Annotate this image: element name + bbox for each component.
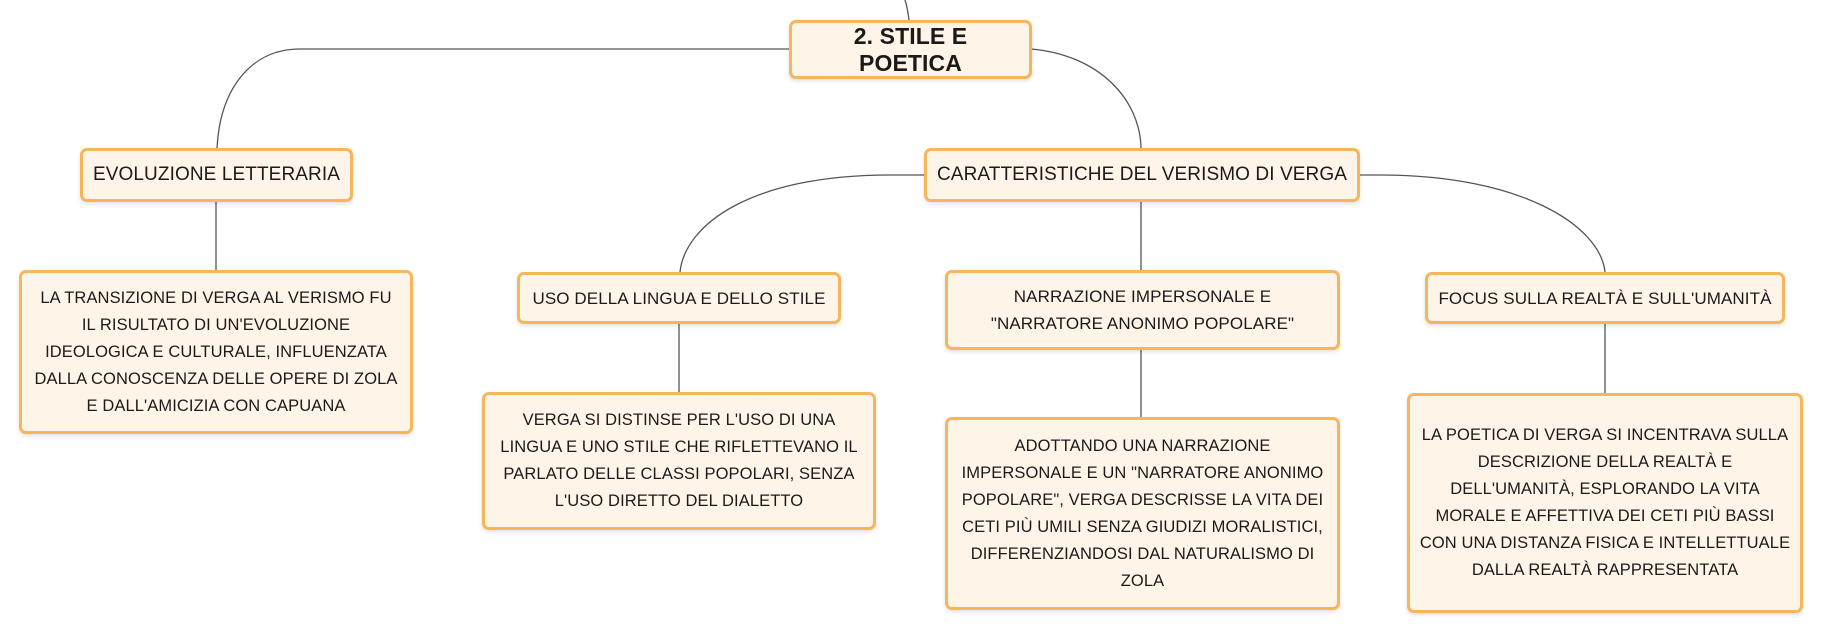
node-evoluzione-detail[interactable]: LA TRANSIZIONE DI VERGA AL VERISMO FU IL… (19, 270, 413, 434)
node-narrazione-detail-text: ADOTTANDO UNA NARRAZIONE IMPERSONALE E U… (961, 436, 1324, 590)
node-caratteristiche-verismo-label: CARATTERISTICHE DEL VERISMO DI VERGA (936, 164, 1348, 185)
node-evoluzione-detail-text: LA TRANSIZIONE DI VERGA AL VERISMO FU IL… (34, 288, 398, 415)
connector-root-caratteristiche (1030, 48, 1142, 149)
node-narrazione-impersonale-label: NARRAZIONE IMPERSONALE E "NARRATORE ANON… (990, 287, 1295, 333)
node-narrazione-detail[interactable]: ADOTTANDO UNA NARRAZIONE IMPERSONALE E U… (945, 417, 1340, 610)
root-node[interactable]: 2. STILE E POETICA (789, 20, 1032, 79)
node-focus-detail[interactable]: LA POETICA DI VERGA SI INCENTRAVA SULLA … (1407, 393, 1803, 613)
node-uso-lingua-stile[interactable]: USO DELLA LINGUA E DELLO STILE (517, 272, 841, 324)
connector-caratteristiche-focus (1359, 174, 1606, 273)
connector-caratteristiche-lingua (679, 174, 925, 273)
node-uso-lingua-detail-text: VERGA SI DISTINSE PER L'USO DI UNA LINGU… (500, 411, 858, 510)
node-focus-realta-label: FOCUS SULLA REALTÀ E SULL'UMANITÀ (1438, 288, 1772, 308)
root-node-label: 2. STILE E POETICA (853, 22, 968, 76)
node-evoluzione-letteraria-label: EVOLUZIONE LETTERARIA (92, 164, 341, 185)
node-uso-lingua-detail[interactable]: VERGA SI DISTINSE PER L'USO DI UNA LINGU… (482, 392, 876, 530)
connector-root-evoluzione (216, 48, 789, 149)
node-uso-lingua-stile-label: USO DELLA LINGUA E DELLO STILE (532, 288, 826, 308)
connector-incoming-root (904, 0, 910, 21)
node-focus-realta[interactable]: FOCUS SULLA REALTÀ E SULL'UMANITÀ (1425, 272, 1785, 324)
node-focus-detail-text: LA POETICA DI VERGA SI INCENTRAVA SULLA … (1419, 426, 1791, 579)
node-narrazione-impersonale[interactable]: NARRAZIONE IMPERSONALE E "NARRATORE ANON… (945, 270, 1340, 350)
node-caratteristiche-verismo[interactable]: CARATTERISTICHE DEL VERISMO DI VERGA (924, 148, 1360, 202)
node-evoluzione-letteraria[interactable]: EVOLUZIONE LETTERARIA (80, 148, 353, 202)
